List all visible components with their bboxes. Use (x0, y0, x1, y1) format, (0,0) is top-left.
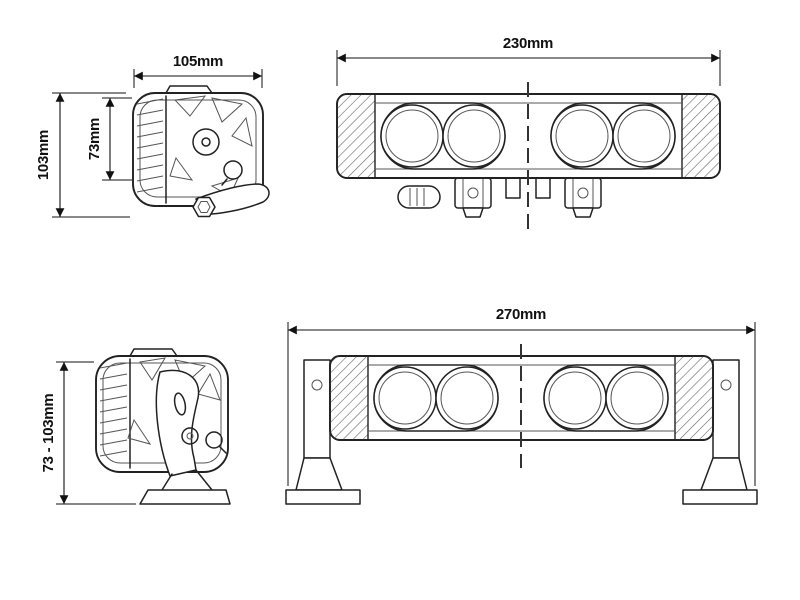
mounting-arm-2 (155, 369, 200, 477)
dim-height-103: 103mm (35, 92, 130, 218)
dim-width-270: 270mm (287, 306, 756, 486)
lens-1 (380, 104, 444, 168)
bracket-foot-left (285, 489, 361, 505)
bracket-bend-right (700, 457, 748, 491)
center-spacer-right (535, 177, 551, 199)
bracket-foot (139, 489, 231, 505)
arm-slot (173, 392, 187, 416)
bolt-left (467, 187, 479, 199)
lens-2 (442, 104, 506, 168)
hex-bolt-inner (197, 201, 211, 213)
dim-width-230: 230mm (336, 35, 721, 86)
lens-7 (543, 366, 607, 430)
lens-8 (605, 366, 669, 430)
mount-bracket-right (682, 359, 758, 505)
arm-bolt-hole (181, 427, 199, 445)
dim-height-73-103: 73 - 103mm (40, 361, 136, 505)
bracket-plate-left (303, 359, 331, 459)
connector-ridges (409, 188, 425, 206)
housing-cutout-details-2 (127, 357, 221, 445)
dim-width-105: 105mm (133, 53, 263, 88)
dim-label-270: 270mm (496, 306, 546, 323)
bracket-bolt-left (311, 379, 323, 391)
arm-foot-links (161, 469, 213, 491)
dim-label-103: 103mm (35, 130, 52, 180)
connector-plug (397, 185, 441, 209)
mount-bracket-left (285, 359, 361, 505)
bracket-bend-left (295, 457, 343, 491)
housing-inner-outline (139, 99, 257, 198)
lens-5 (373, 366, 437, 430)
dim-label-230: 230mm (503, 35, 553, 52)
housing-cutout-details (169, 95, 253, 197)
center-screw (192, 128, 220, 156)
lens-3 (550, 104, 614, 168)
side-view-top (132, 85, 270, 218)
center-screw-dot (201, 137, 211, 147)
front-view-270 (285, 344, 758, 505)
bracket-foot-right (682, 489, 758, 505)
front-view-230 (336, 82, 721, 235)
side-plug-2 (205, 431, 223, 449)
heatsink-fins (136, 98, 164, 193)
dim-label-105: 105mm (173, 53, 223, 70)
side-plug (223, 160, 243, 180)
housing-top-tab (165, 85, 213, 94)
end-cap-right (681, 93, 721, 179)
side-plug-tail-2 (219, 446, 227, 454)
housing-top-tab-2 (129, 348, 178, 357)
bracket-bolt-right (720, 379, 732, 391)
dim-height-73: 73mm (86, 97, 132, 181)
dim-label-73: 73mm (86, 118, 103, 160)
hex-bolt (192, 196, 216, 218)
side-view-bottom (95, 348, 231, 505)
lens-4 (612, 104, 676, 168)
lamp-housing-outline-2 (95, 355, 229, 473)
bracket-block-left (454, 177, 492, 209)
nut-left (462, 207, 484, 218)
mounting-hardware (397, 177, 602, 218)
bracket-block-right (564, 177, 602, 209)
dim-label-73-103: 73 - 103mm (40, 394, 57, 473)
end-cap-left-2 (329, 355, 369, 441)
bolt-right (577, 187, 589, 199)
bracket-plate-right (712, 359, 740, 459)
side-plug-tail (221, 178, 228, 186)
lens-6 (435, 366, 499, 430)
center-spacer-left (505, 177, 521, 199)
nut-right (572, 207, 594, 218)
end-cap-right-2 (674, 355, 714, 441)
heatsink-fins-2 (99, 362, 128, 457)
end-cap-left (336, 93, 376, 179)
